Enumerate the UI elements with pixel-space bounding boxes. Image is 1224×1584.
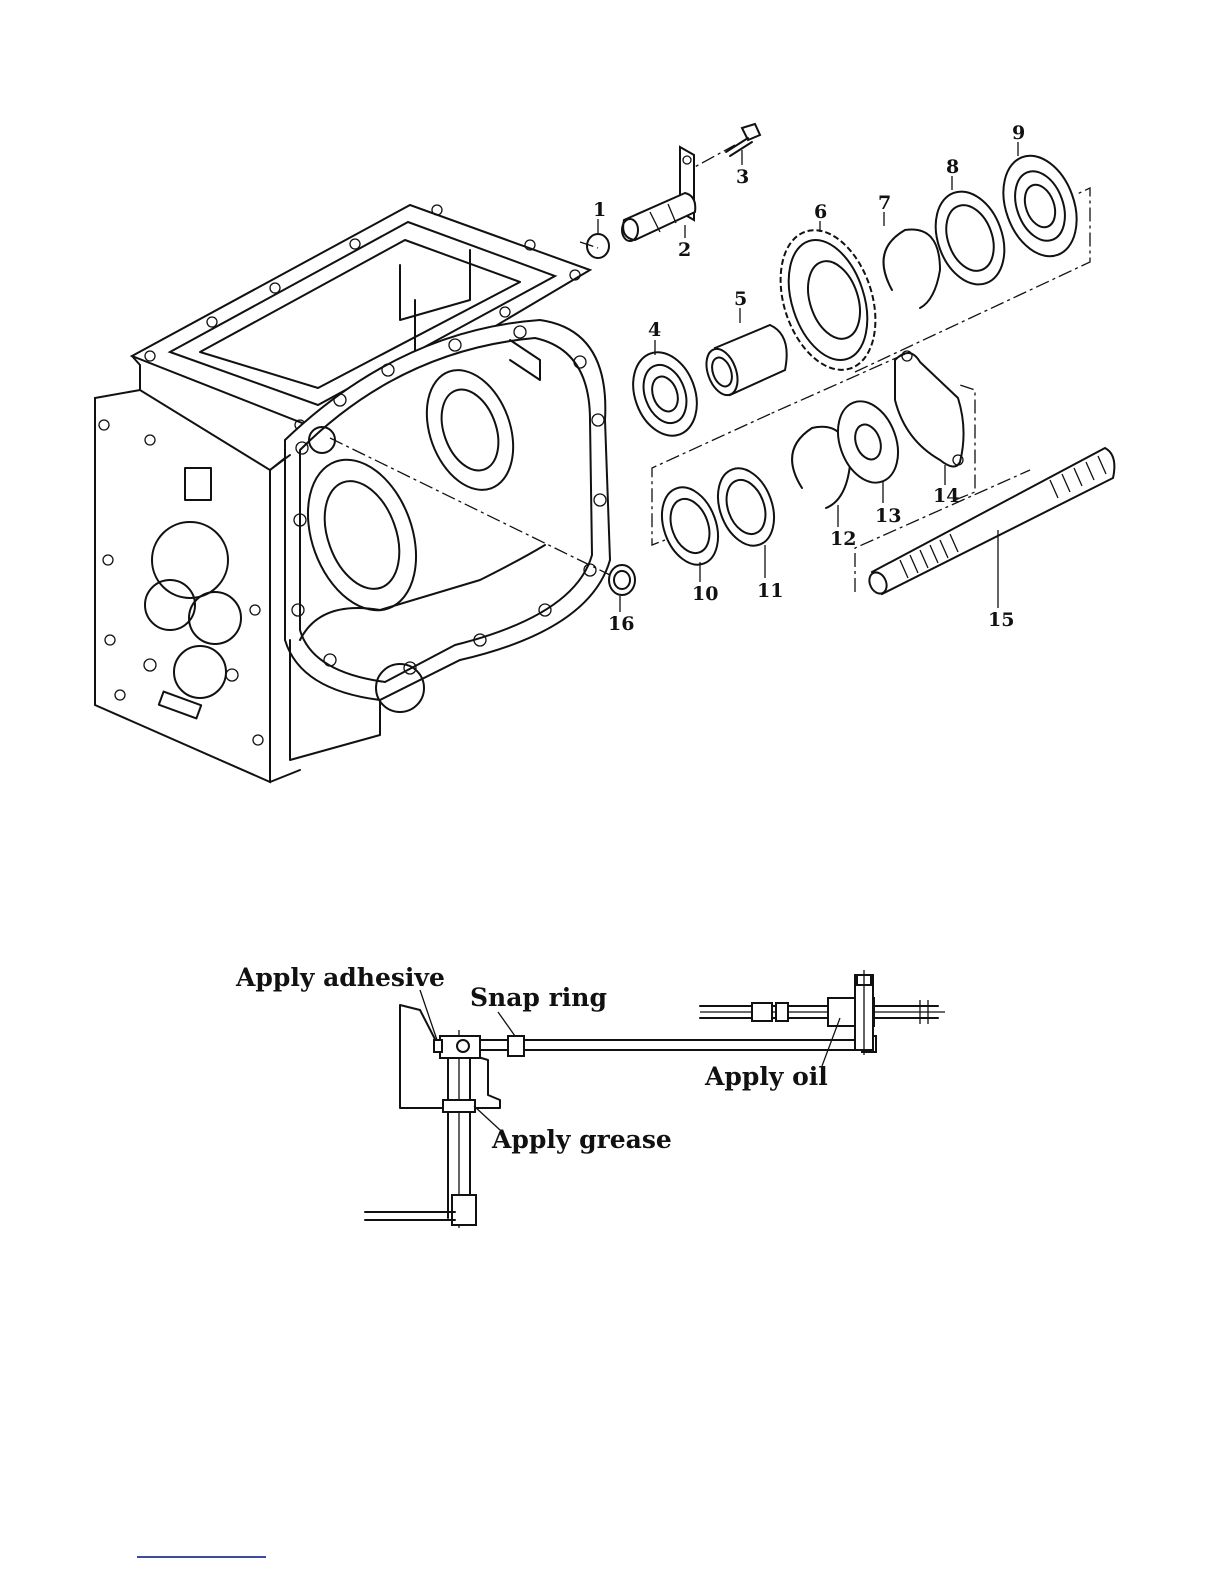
- part-15-shaft: [866, 448, 1114, 596]
- part-4-bearing: [622, 343, 708, 444]
- assembly-view: [365, 970, 945, 1228]
- part-number-3: 3: [736, 166, 749, 188]
- part-14-gasket: [895, 351, 964, 467]
- part-number-12: 12: [830, 528, 856, 550]
- part-number-8: 8: [946, 156, 959, 178]
- note-snap-ring: Snap ring: [470, 983, 607, 1012]
- part-number-6: 6: [814, 201, 827, 223]
- part-5-collar: [701, 325, 787, 399]
- part-8-seal: [924, 182, 1017, 294]
- part-number-14: 14: [933, 485, 959, 507]
- part-number-13: 13: [875, 505, 901, 527]
- part-number-7: 7: [878, 192, 891, 214]
- part-number-9: 9: [1012, 122, 1025, 144]
- part-2-shaft: [622, 147, 695, 241]
- part-16-plug: [609, 565, 635, 595]
- assembly-notes: Apply adhesive Snap ring Apply oil Apply…: [235, 963, 828, 1154]
- part-7-snap-ring: [884, 230, 940, 309]
- part-10-seal: [652, 480, 728, 573]
- part-number-1: 1: [593, 199, 606, 221]
- part-number-2: 2: [678, 239, 691, 261]
- transmission-housing: [95, 205, 610, 782]
- part-3-bolt: [726, 124, 760, 156]
- part-number-16: 16: [608, 613, 634, 635]
- part-number-4: 4: [648, 319, 661, 341]
- part-number-11: 11: [757, 580, 783, 602]
- note-apply-grease: Apply grease: [491, 1125, 672, 1154]
- part-11-seal: [708, 461, 784, 554]
- note-apply-adhesive: Apply adhesive: [235, 963, 445, 992]
- part-number-5: 5: [734, 288, 747, 310]
- part-number-15: 15: [988, 609, 1014, 631]
- part-number-10: 10: [692, 583, 718, 605]
- note-apply-oil: Apply oil: [704, 1062, 828, 1091]
